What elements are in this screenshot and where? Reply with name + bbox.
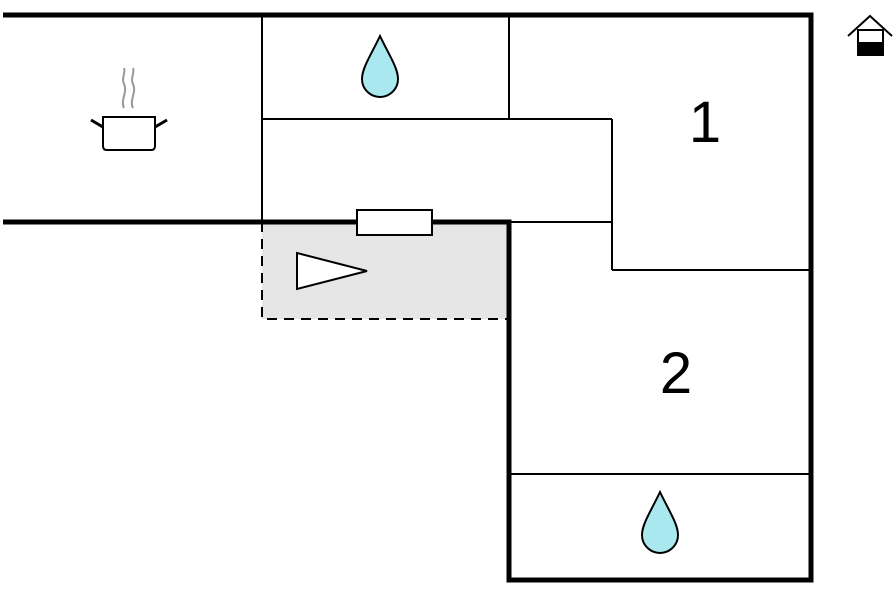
pot-handle-left: [90, 118, 104, 129]
entrance-door: [356, 209, 433, 236]
terrace-dashed-outline: [261, 222, 508, 320]
house-roof: [847, 14, 893, 37]
room-1-label: 1: [689, 90, 721, 155]
exterior-walls: [3, 12, 814, 583]
house-floor-fill: [858, 42, 883, 55]
pot-handle-right: [154, 118, 168, 129]
steam-wisp-right: [130, 67, 136, 109]
room-2-label: 2: [660, 341, 692, 406]
entrance-triangle-icon: [296, 251, 368, 291]
interior-walls: [261, 15, 811, 475]
water-drop-icon: [360, 33, 400, 98]
steam-wisp-left: [121, 67, 127, 109]
water-drop-icon: [640, 489, 680, 554]
house-floor-icon: [847, 14, 893, 56]
cooking-pot-icon: [90, 67, 168, 151]
pot-body: [102, 116, 156, 151]
